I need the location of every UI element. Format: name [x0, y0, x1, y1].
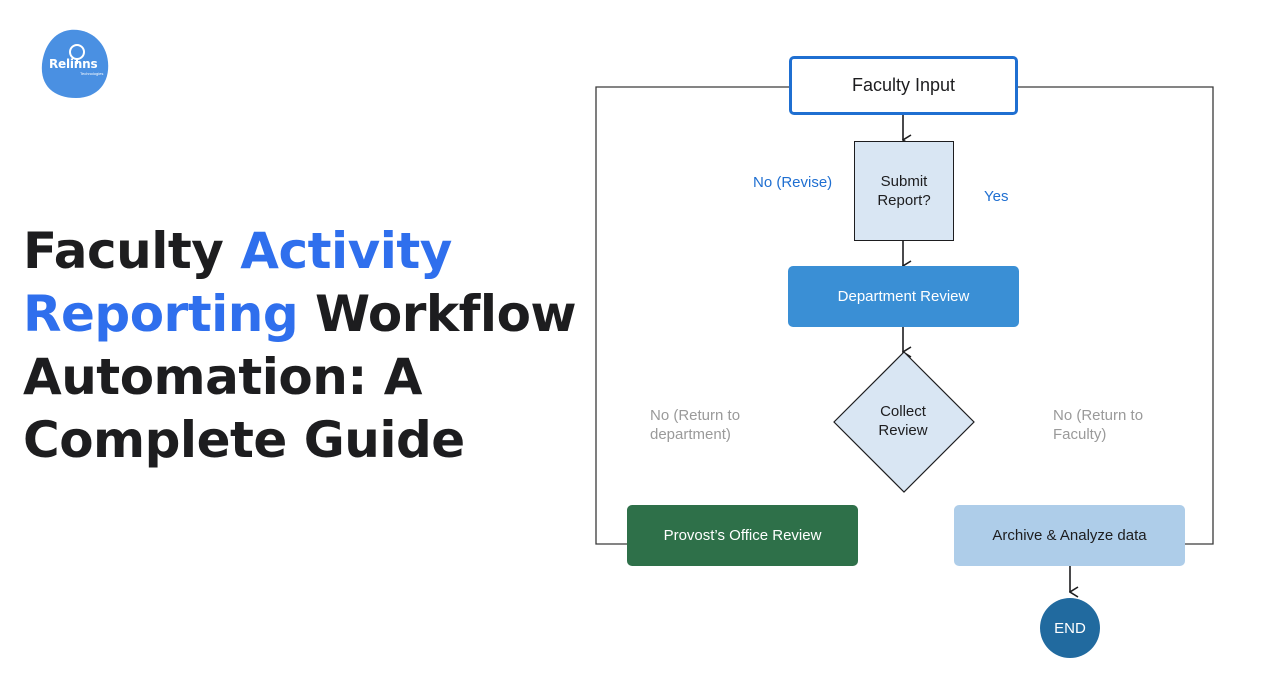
- node-end: END: [1040, 598, 1100, 658]
- edge-label-yes: Yes: [984, 188, 1009, 205]
- relinns-logo: [41, 29, 109, 98]
- title-accent-1: Activity: [240, 222, 452, 280]
- title-part-1: Faculty: [23, 222, 241, 280]
- title-accent-2: Reporting: [23, 285, 299, 343]
- logo-sub-text: Technologies: [80, 71, 104, 76]
- collect-review-label: Collect Review: [878, 403, 928, 439]
- loop-right-line: [1018, 86, 1214, 545]
- submit-report-label: Submit Report?: [877, 173, 931, 209]
- loop-left-line: [595, 86, 789, 545]
- title-part-2: Workflow Automation: A Complete Guide: [23, 285, 577, 469]
- edge-label-no-return-faculty: No (Return to Faculty): [1053, 407, 1144, 443]
- node-submit-report: Submit Report?: [854, 141, 954, 241]
- node-provost-review: Provost’s Office Review: [627, 505, 858, 566]
- edge-label-no-revise: No (Revise): [753, 174, 833, 191]
- node-archive-analyze: Archive & Analyze data: [954, 505, 1185, 566]
- node-department-review: Department Review: [788, 266, 1019, 327]
- collect-review-diamond: [833, 351, 975, 493]
- logo-brand-text: Relinns: [49, 57, 98, 71]
- node-collect-review: Collect Review: [853, 393, 953, 449]
- edge-label-no-return-department: No (Return to department): [650, 407, 741, 443]
- node-faculty-input: Faculty Input: [789, 56, 1018, 115]
